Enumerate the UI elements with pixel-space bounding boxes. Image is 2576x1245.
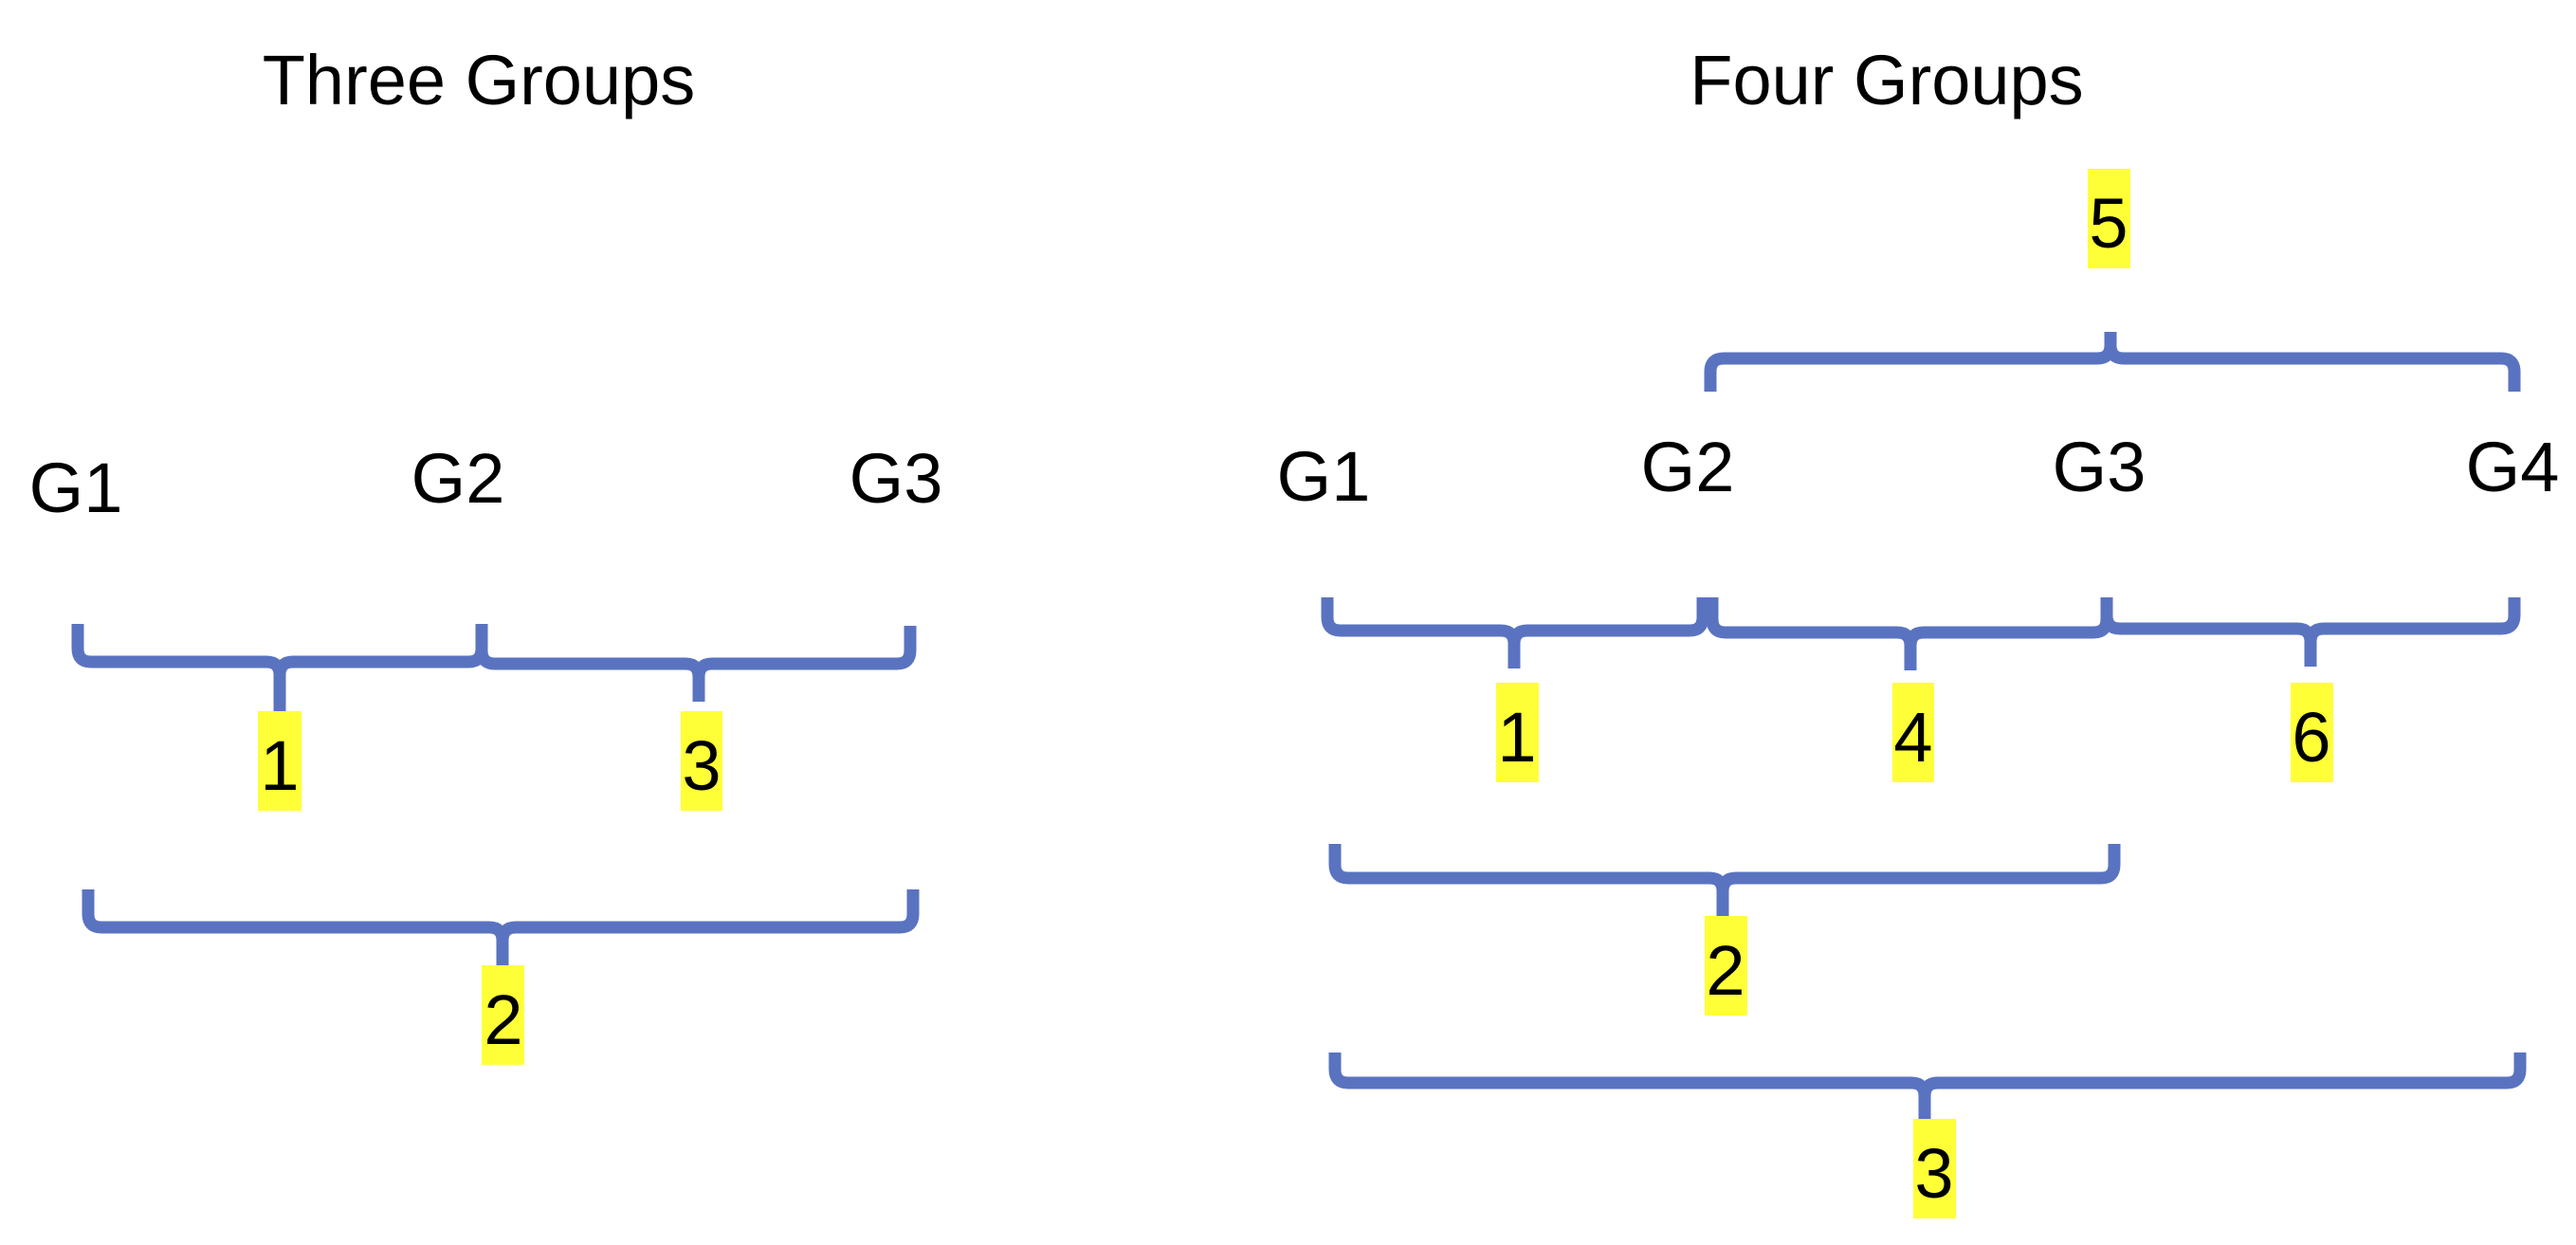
comparison-brace-g3-g4	[2100, 597, 2521, 667]
comparison-label-6: 6	[2292, 698, 2330, 777]
comparison-brace-g1-g4	[1328, 1053, 2527, 1119]
group-label-g4: G4	[2466, 428, 2560, 506]
comparison-label-highlight	[2088, 169, 2130, 268]
panel-title-three-groups: Three Groups	[263, 41, 696, 119]
comparison-brace-g2-g3	[1706, 597, 2113, 670]
comparison-label-2: 2	[484, 980, 522, 1059]
panel-three-groups: Three Groups G1 G2 G3 1 3 2	[29, 41, 943, 1065]
group-label-g3: G3	[850, 439, 943, 518]
comparison-brace-g2-g4	[1704, 332, 2521, 392]
comparison-label-3: 3	[1914, 1134, 1953, 1213]
comparison-label-1: 1	[260, 726, 299, 805]
group-label-g2: G2	[1641, 428, 1735, 506]
comparison-label-1: 1	[1497, 698, 1536, 777]
comparison-label-highlight	[1913, 1119, 1956, 1218]
comparison-label-5: 5	[2089, 184, 2128, 263]
comparison-label-3: 3	[682, 726, 721, 805]
comparison-brace-g1-g2	[1321, 597, 1709, 668]
comparison-brace-g2-g3	[475, 626, 917, 702]
comparison-label-highlight	[1892, 683, 1934, 782]
comparison-brace-g1-g3	[1328, 844, 2121, 916]
comparison-label-highlight	[1705, 916, 1747, 1016]
group-label-g1: G1	[1277, 437, 1371, 516]
comparison-brace-g1-g2	[71, 624, 488, 711]
comparison-label-highlight	[258, 711, 301, 811]
panel-title-four-groups: Four Groups	[1690, 41, 2083, 119]
comparison-label-highlight	[2291, 683, 2333, 782]
comparison-brace-g1-g3	[82, 889, 920, 965]
group-label-g1: G1	[29, 449, 123, 527]
panel-four-groups: Four Groups 5 G1 G2 G3 G4 1 4 6 2 3	[1277, 41, 2560, 1218]
group-label-g3: G3	[2053, 428, 2147, 506]
comparison-label-highlight	[681, 711, 722, 811]
comparison-label-4: 4	[1893, 698, 1932, 777]
comparison-label-highlight	[1496, 683, 1539, 782]
comparison-label-2: 2	[1706, 931, 1745, 1010]
group-label-g2: G2	[411, 439, 505, 518]
comparison-label-highlight	[482, 965, 524, 1065]
